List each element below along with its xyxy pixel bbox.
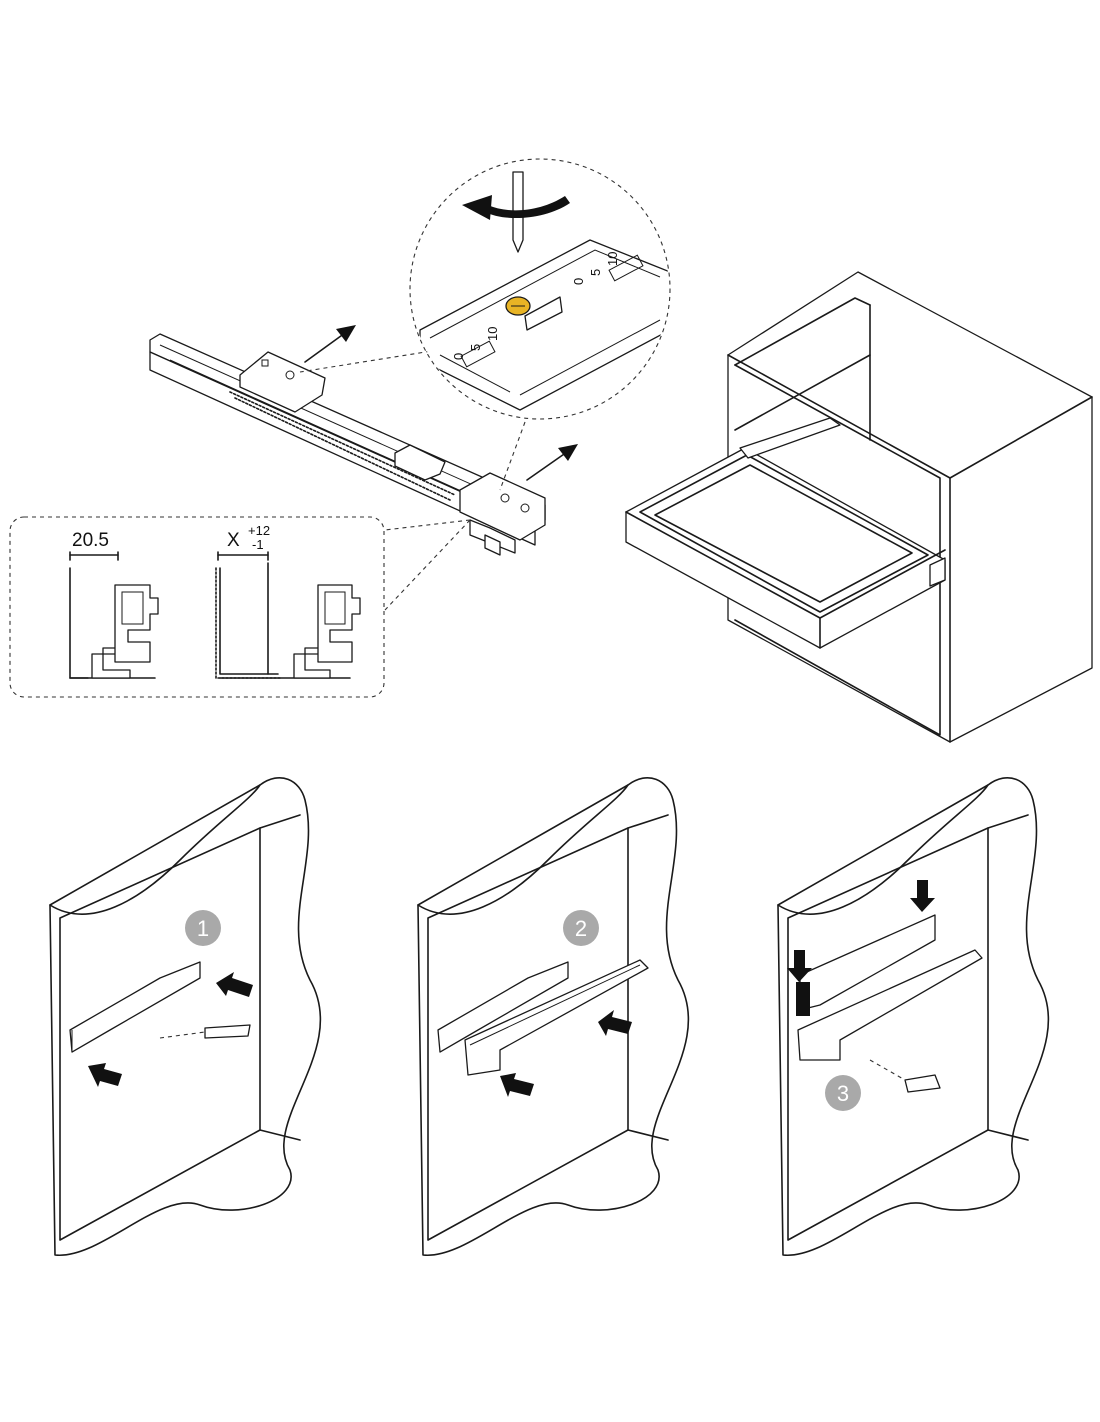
scale-tick-left-5: 5 [468,344,483,351]
push-arrow-panel3-left [787,950,812,982]
push-arrow-panel1-right [216,972,253,997]
push-arrow-panel2-right [598,1010,632,1036]
push-arrow-panel2-left [500,1073,534,1097]
cabinet-with-drawer [625,271,1093,743]
push-arrow-panel3-top [910,880,935,912]
adjustment-screw [505,296,531,316]
step-panel-1 [49,776,322,1256]
scale-tick-left-0: 0 [451,353,466,360]
step-panel-3 [777,776,1050,1256]
step-3-number: 3 [837,1081,849,1106]
push-direction-arrow-upper [304,325,356,363]
scale-tick-left-10: 10 [485,327,500,341]
dimension-x-label: X [227,530,240,551]
step-3-badge: 3 [825,1075,861,1111]
step-panel-2 [417,776,690,1256]
adjust-scale-right: 0 5 10 [571,252,620,285]
push-direction-arrow-lower [526,444,578,481]
adjust-scale-left: 0 5 10 [451,327,500,360]
step-1-badge: 1 [185,910,221,946]
step-2-badge: 2 [563,910,599,946]
rotate-counterclockwise-arrow-icon [462,195,570,220]
step-2-number: 2 [575,916,587,941]
scale-tick-right-0: 0 [571,278,586,285]
adjustment-magnifier [409,158,671,420]
scale-tick-right-5: 5 [588,269,603,276]
step-1-number: 1 [197,916,209,941]
dimension-x-plus-tolerance: +12 [248,523,270,538]
dimension-x-minus-tolerance: -1 [252,537,264,552]
dimension-20-5-label: 20.5 [72,530,109,551]
dimension-detail-box: 20.5 X +12 -1 [9,516,385,698]
drawer-runner [149,333,546,556]
push-arrow-panel1-left [88,1063,122,1087]
scale-tick-right-10: 10 [605,252,620,266]
